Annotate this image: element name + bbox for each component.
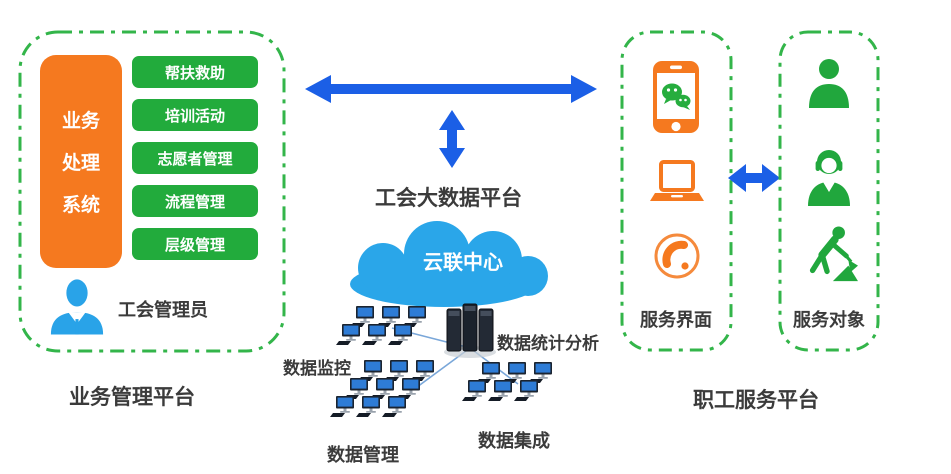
person-icon <box>809 59 849 108</box>
service-interface-dashed-box <box>620 30 733 352</box>
business-platform-label: 业务管理平台 <box>69 386 195 409</box>
data-management-label: 数据管理 <box>327 445 399 465</box>
service-interface-label: 服务界面 <box>640 310 712 330</box>
laptop-icon <box>650 160 704 201</box>
service-objects-label: 服务对象 <box>793 310 865 330</box>
data-statistics-label: 数据统计分析 <box>497 334 599 353</box>
data-monitoring-label: 数据监控 <box>283 359 351 378</box>
union-admin-icon <box>50 279 104 335</box>
data-integration-label: 数据集成 <box>478 431 550 451</box>
system-line: 处理 <box>61 153 100 174</box>
system-line: 系统 <box>61 195 100 216</box>
business-processing-system-box: 业务 处理 系统 <box>40 55 122 268</box>
cloud-center-label: 云联中心 <box>423 252 503 274</box>
data-network-graphic <box>280 303 610 435</box>
small-double-arrow-icon <box>728 164 780 192</box>
pc-cluster-monitoring <box>336 306 426 345</box>
module-button-process[interactable]: 流程管理 <box>132 185 258 217</box>
service-objects-dashed-box <box>778 30 880 352</box>
big-data-platform-title: 工会大数据平台 <box>375 187 522 210</box>
female-member-icon <box>808 150 850 206</box>
module-button-volunteer[interactable]: 志愿者管理 <box>132 142 258 174</box>
employee-service-platform-label: 职工服务平台 <box>693 389 819 412</box>
module-button-aid[interactable]: 帮扶救助 <box>132 56 258 88</box>
telephone-icon <box>654 233 700 279</box>
server-icon <box>444 303 496 358</box>
vertical-double-arrow-icon <box>439 110 465 168</box>
union-admin-label: 工会管理员 <box>118 300 208 320</box>
business-platform-dashed-box <box>18 30 286 353</box>
wechat-smartphone-icon <box>653 61 699 133</box>
module-button-training[interactable]: 培训活动 <box>132 99 258 131</box>
worker-digging-icon <box>809 226 858 282</box>
pc-cluster-integration <box>462 362 552 401</box>
cloud-icon <box>350 221 548 307</box>
system-line: 业务 <box>61 111 100 132</box>
horizontal-double-arrow-icon <box>305 75 597 103</box>
module-button-hierarchy[interactable]: 层级管理 <box>132 228 258 260</box>
